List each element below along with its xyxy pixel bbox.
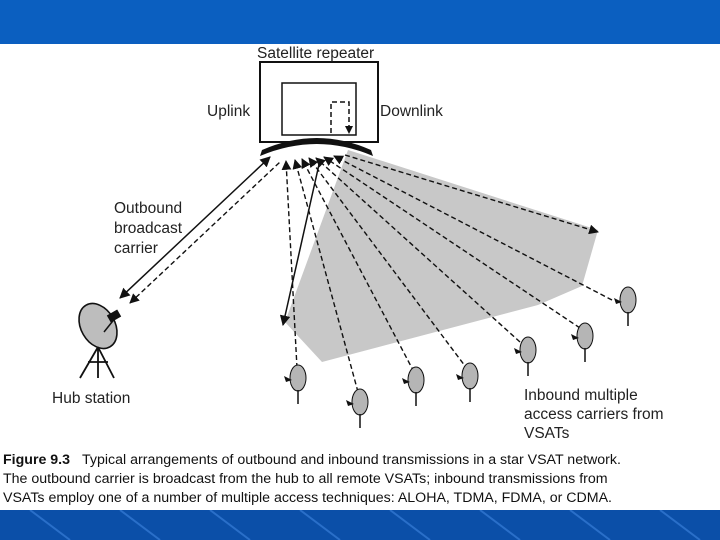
slide-footer-bar	[0, 510, 720, 540]
hub-station-label: Hub station	[52, 390, 130, 407]
satellite-repeater	[259, 61, 379, 156]
outbound-label-line2: broadcast	[114, 220, 183, 237]
vsat-terminal	[514, 336, 537, 376]
hub-station	[78, 302, 122, 379]
vsat-terminal	[402, 366, 425, 406]
hub-downlink-dashed	[129, 161, 281, 304]
downlink-label: Downlink	[380, 103, 443, 120]
vsat-dish	[289, 364, 307, 392]
vsat-feed	[402, 378, 410, 384]
inbound-carrier	[308, 157, 469, 371]
hub-feed-horn	[106, 309, 122, 323]
vsat-feed	[284, 376, 292, 382]
hub-dish	[78, 302, 118, 350]
footprint-edge-arrow	[344, 154, 599, 235]
vsat-feed	[346, 400, 354, 406]
vsat-dish	[576, 322, 594, 350]
coverage-footprint	[285, 150, 598, 362]
caption-line-2: The outbound carrier is broadcast from t…	[3, 471, 608, 487]
vsat-feed	[571, 334, 579, 340]
repeater-signal-arrow	[345, 126, 353, 134]
vsat-feed	[514, 348, 522, 354]
vsat-terminal	[346, 388, 369, 428]
repeater-inner-box	[281, 82, 357, 136]
vsat-terminal	[571, 322, 594, 362]
satellite-antenna	[260, 138, 373, 156]
inbound-carrier	[315, 157, 521, 343]
vsat-terminal	[614, 286, 637, 326]
repeater-signal-path	[330, 101, 350, 133]
vsat-dish	[407, 366, 425, 394]
caption-line-3: VSATs employ one of a number of multiple…	[3, 490, 612, 506]
caption-text-1: Typical arrangements of outbound and inb…	[82, 452, 621, 468]
outbound-label-line1: Outbound	[114, 200, 182, 217]
inbound-carriers	[281, 155, 613, 393]
inbound-carrier	[301, 158, 415, 373]
vsat-dish	[351, 388, 369, 416]
inbound-carrier	[333, 155, 613, 301]
vsat-terminal	[284, 364, 307, 404]
inbound-label-line1: Inbound multiple	[524, 387, 638, 404]
inbound-label-line2: access carriers from	[524, 406, 664, 423]
vsat-network-diagram: Satellite repeater Uplink Downlink Outbo…	[52, 45, 664, 442]
caption-line-1: Figure 9.3 Typical arrangements of outbou…	[3, 451, 719, 470]
inbound-carrier	[281, 160, 298, 369]
inbound-carrier	[292, 159, 359, 393]
vsat-terminal	[456, 362, 479, 402]
vsat-dish	[461, 362, 479, 390]
inbound-label-line3: VSATs	[524, 425, 570, 442]
inbound-carrier	[323, 156, 581, 329]
vsat-feed	[614, 298, 622, 304]
hub-stand	[79, 346, 115, 379]
outbound-label-line3: carrier	[114, 240, 158, 257]
satellite-repeater-label: Satellite repeater	[257, 45, 374, 62]
figure-number: Figure 9.3	[3, 452, 71, 468]
slide-header-bar	[0, 0, 720, 44]
uplink-arrow	[119, 156, 271, 299]
vsat-feed	[456, 374, 464, 380]
uplink-label: Uplink	[207, 103, 250, 120]
footer-stripes	[29, 510, 701, 540]
outbound-broadcast-arrow	[279, 159, 321, 327]
repeater-outer-box	[259, 61, 379, 143]
figure-caption: Figure 9.3 Typical arrangements of outbou…	[3, 451, 719, 508]
vsat-dish	[619, 286, 637, 314]
vsat-terminals	[284, 286, 637, 428]
vsat-dish	[519, 336, 537, 364]
